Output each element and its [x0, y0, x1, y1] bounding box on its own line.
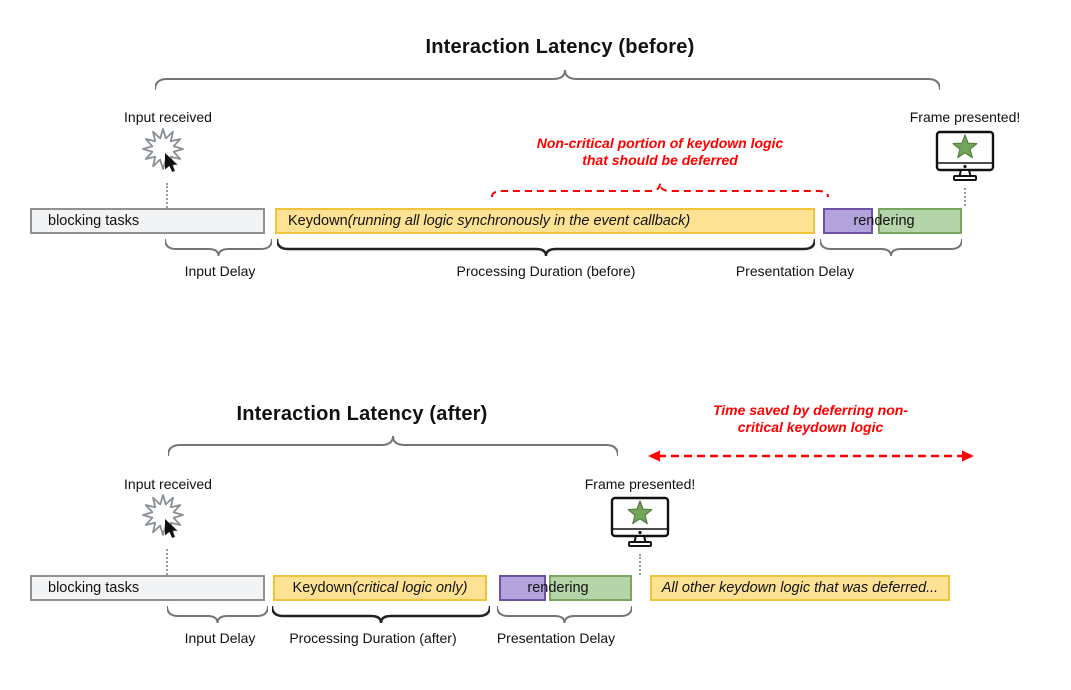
after-deferred-keydown-text: All other keydown logic that was deferre… — [661, 580, 939, 596]
after-presentation-delay-brace — [497, 606, 632, 623]
after-frame-presented-label: Frame presented! — [584, 476, 696, 492]
after-time-saved-note: Time saved by deferring non-critical key… — [712, 402, 908, 435]
before-presentation-delay-label: Presentation Delay — [735, 263, 855, 279]
before-rendering-text: rendering — [853, 213, 915, 229]
before-presentation-delay-brace — [820, 239, 962, 256]
after-title: Interaction Latency (after) — [236, 403, 488, 425]
monitor-star-icon — [610, 496, 670, 547]
before-top-brace — [155, 70, 940, 90]
before-title: Interaction Latency (before) — [425, 36, 695, 58]
before-input-delay-brace — [165, 239, 272, 256]
input-burst-cursor-icon — [142, 128, 184, 172]
after-top-brace — [168, 436, 618, 456]
before-blocking-tasks-text: blocking tasks — [48, 213, 140, 229]
monitor-star-icon — [935, 130, 995, 181]
before-frame-presented-label: Frame presented! — [909, 109, 1021, 125]
after-blocking-tasks-text: blocking tasks — [48, 580, 140, 596]
after-input-delay-label: Input Delay — [184, 630, 256, 646]
before-processing-duration-brace — [277, 239, 815, 256]
before-keydown-prefix-text: Keydown — [288, 213, 348, 229]
input-burst-cursor-icon — [142, 494, 184, 538]
after-gpu-bar — [499, 575, 546, 601]
after-deferred-keydown-bar: All other keydown logic that was deferre… — [650, 575, 950, 601]
before-deferred-note: Non-critical portion of keydown logic th… — [536, 135, 784, 168]
time-saved-arrow — [648, 450, 974, 462]
before-processing-duration-label: Processing Duration (before) — [456, 263, 636, 279]
after-keydown-detail-text: (critical logic only) — [352, 580, 468, 596]
after-frame-connector-line — [639, 554, 641, 575]
after-keydown-prefix-text: Keydown — [292, 580, 353, 596]
after-processing-duration-label: Processing Duration (after) — [289, 630, 457, 646]
after-processing-duration-brace — [272, 606, 490, 623]
after-rendering-text: rendering — [527, 580, 589, 596]
before-input-connector-line — [166, 183, 168, 208]
before-deferred-dashed-brace — [491, 182, 829, 198]
before-blocking-tasks-bar: blocking tasks — [30, 208, 265, 234]
before-input-delay-label: Input Delay — [184, 263, 256, 279]
before-keydown-detail-text: (running all logic synchronously in the … — [347, 213, 691, 229]
after-keydown-bar: Keydown (critical logic only) — [273, 575, 487, 601]
before-frame-connector-line — [964, 188, 966, 206]
before-keydown-bar: Keydown (running all logic synchronously… — [275, 208, 815, 234]
after-input-delay-brace — [167, 606, 268, 623]
before-rendering-bar — [878, 208, 962, 234]
after-rendering-bar — [549, 575, 632, 601]
after-presentation-delay-label: Presentation Delay — [496, 630, 616, 646]
before-input-received-label: Input received — [124, 109, 212, 125]
before-gpu-bar — [823, 208, 873, 234]
after-input-connector-line — [166, 549, 168, 575]
after-blocking-tasks-bar: blocking tasks — [30, 575, 265, 601]
after-input-received-label: Input received — [124, 476, 212, 492]
